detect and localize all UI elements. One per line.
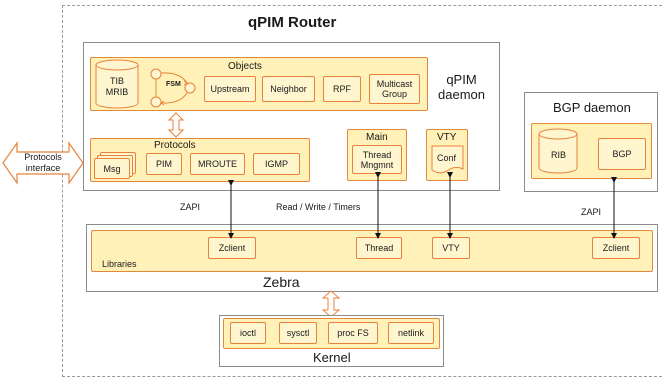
zebra-thread-box: Thread bbox=[356, 237, 402, 259]
rpf-box: RPF bbox=[323, 76, 361, 102]
zapi-left-label: ZAPI bbox=[180, 202, 201, 212]
zapi-right-label: ZAPI bbox=[581, 207, 602, 217]
libraries-label: Libraries bbox=[102, 259, 137, 269]
protocols-interface-arrow-icon bbox=[2, 141, 84, 185]
pim-box: PIM bbox=[146, 153, 182, 175]
mroute-box: MROUTE bbox=[190, 153, 245, 175]
netlink-box: netlink bbox=[388, 322, 434, 344]
rwt-label: Read / Write / Timers bbox=[276, 202, 361, 212]
multicast-group-box: Multicast Group bbox=[369, 74, 420, 104]
neighbor-box: Neighbor bbox=[262, 76, 315, 102]
bgp-box: BGP bbox=[598, 138, 646, 170]
ioctl-box: ioctl bbox=[230, 322, 266, 344]
kernel-label: Kernel bbox=[313, 350, 351, 365]
objects-label: Objects bbox=[228, 61, 262, 72]
conf-label: Conf bbox=[437, 153, 457, 163]
rib-label: RIB bbox=[551, 150, 567, 160]
qpim-daemon-label: qPIM daemon bbox=[438, 72, 485, 102]
upstream-box: Upstream bbox=[204, 76, 256, 102]
tib-mrib-label: TIB MRIB bbox=[105, 76, 129, 97]
zebra-label: Zebra bbox=[263, 274, 300, 290]
tib-mrib-database-icon bbox=[95, 59, 139, 109]
procfs-box: proc FS bbox=[328, 322, 378, 344]
protocols-interface-label: Protocols interface bbox=[24, 152, 62, 173]
conf-document-icon bbox=[431, 145, 464, 174]
router-title: qPIM Router bbox=[248, 14, 337, 31]
sysctl-box: sysctl bbox=[279, 322, 317, 344]
rib-database-icon bbox=[538, 128, 578, 174]
vty-label: VTY bbox=[437, 132, 457, 143]
msg-box: Msg bbox=[94, 158, 130, 179]
main-label: Main bbox=[366, 132, 388, 143]
fsm-label: FSM bbox=[166, 81, 181, 88]
fsm-icon bbox=[150, 68, 196, 108]
bgp-daemon-label: BGP daemon bbox=[553, 100, 631, 115]
igmp-box: IGMP bbox=[253, 153, 300, 175]
objects-protocols-arrow-icon bbox=[168, 112, 184, 138]
protocols-label: Protocols bbox=[154, 140, 196, 151]
